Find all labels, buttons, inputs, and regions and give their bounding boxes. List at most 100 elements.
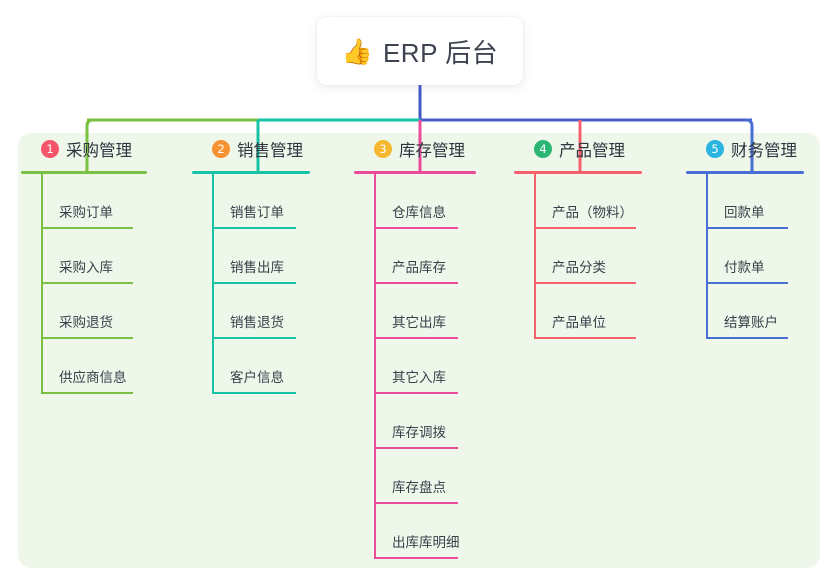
module-item[interactable]: 库存调拨 <box>374 394 476 449</box>
module-rail-3 <box>374 174 376 559</box>
module-item-underline <box>41 392 133 394</box>
module-item-label: 仓库信息 <box>392 205 446 220</box>
thumbs-up-icon: 👍 <box>341 36 373 66</box>
module-underline-5 <box>686 171 804 174</box>
module-item[interactable]: 客户信息 <box>212 339 310 394</box>
module-item[interactable]: 付款单 <box>706 229 804 284</box>
module-item[interactable]: 采购入库 <box>41 229 147 284</box>
module-item-label: 回款单 <box>724 205 765 220</box>
module-rail-4 <box>534 174 536 339</box>
module-items-2: 销售订单销售出库销售退货客户信息 <box>192 174 310 394</box>
module-item-underline <box>374 502 458 504</box>
module-item-underline <box>374 282 458 284</box>
module-rail-5 <box>706 174 708 339</box>
module-item-label: 销售退货 <box>230 315 284 330</box>
module-item-label: 供应商信息 <box>59 370 127 385</box>
module-item[interactable]: 销售出库 <box>212 229 310 284</box>
module-item-label: 产品分类 <box>552 260 606 275</box>
module-item-label: 采购入库 <box>59 260 113 275</box>
module-header-4[interactable]: 4 产品管理 <box>514 133 642 165</box>
module-item[interactable]: 出库库明细 <box>374 504 476 559</box>
module-underline-4 <box>514 171 642 174</box>
module-item-label: 出库库明细 <box>392 535 460 550</box>
module-title-2: 销售管理 <box>237 142 303 160</box>
modules-panel <box>18 133 820 568</box>
module-title-5: 财务管理 <box>731 142 797 160</box>
module-item[interactable]: 库存盘点 <box>374 449 476 504</box>
module-header-2[interactable]: 2 销售管理 <box>192 133 310 165</box>
module-items-1: 采购订单采购入库采购退货供应商信息 <box>21 174 147 394</box>
module-item-underline <box>706 337 788 339</box>
module-item-underline <box>534 227 636 229</box>
module-badge-4: 4 <box>534 140 552 158</box>
module-item[interactable]: 产品库存 <box>374 229 476 284</box>
page-title: ERP 后台 <box>382 37 499 68</box>
module-item-underline <box>212 337 296 339</box>
module-item[interactable]: 产品分类 <box>534 229 642 284</box>
module-item-label: 采购退货 <box>59 315 113 330</box>
module-badge-3: 3 <box>374 140 392 158</box>
module-item[interactable]: 采购退货 <box>41 284 147 339</box>
module-item[interactable]: 回款单 <box>706 174 804 229</box>
module-item-label: 其它出库 <box>392 315 446 330</box>
module-badge-5: 5 <box>706 140 724 158</box>
module-item-underline <box>374 557 458 559</box>
module-item[interactable]: 销售退货 <box>212 284 310 339</box>
module-title-4: 产品管理 <box>559 142 625 160</box>
module-item[interactable]: 供应商信息 <box>41 339 147 394</box>
module-item-underline <box>212 227 296 229</box>
module-rail-1 <box>41 174 43 394</box>
module-item-underline <box>706 227 788 229</box>
module-item-label: 销售出库 <box>230 260 284 275</box>
module-column-3: 3 库存管理仓库信息产品库存其它出库其它入库库存调拨库存盘点出库库明细 <box>354 133 476 559</box>
module-item[interactable]: 产品（物料） <box>534 174 642 229</box>
module-column-2: 2 销售管理销售订单销售出库销售退货客户信息 <box>192 133 310 394</box>
module-item-underline <box>534 282 636 284</box>
module-item-underline <box>374 227 458 229</box>
module-underline-3 <box>354 171 476 174</box>
module-item[interactable]: 其它入库 <box>374 339 476 394</box>
module-column-5: 5 财务管理回款单付款单结算账户 <box>686 133 804 339</box>
module-item-underline <box>706 282 788 284</box>
module-items-4: 产品（物料） 产品分类产品单位 <box>514 174 642 339</box>
module-item-label: 产品库存 <box>392 260 446 275</box>
module-underline-1 <box>21 171 147 174</box>
module-item[interactable]: 其它出库 <box>374 284 476 339</box>
module-items-5: 回款单付款单结算账户 <box>686 174 804 339</box>
module-header-5[interactable]: 5 财务管理 <box>686 133 804 165</box>
module-underline-2 <box>192 171 310 174</box>
module-item-label: 销售订单 <box>230 205 284 220</box>
module-column-4: 4 产品管理产品（物料） 产品分类产品单位 <box>514 133 642 339</box>
module-item-underline <box>534 337 636 339</box>
module-item-underline <box>374 392 458 394</box>
module-badge-2: 2 <box>212 140 230 158</box>
module-item-label: 结算账户 <box>724 315 778 330</box>
module-item-label: 库存调拨 <box>392 425 446 440</box>
module-item-underline <box>374 447 458 449</box>
module-item[interactable]: 结算账户 <box>706 284 804 339</box>
module-item-label: 付款单 <box>724 260 765 275</box>
module-header-3[interactable]: 3 库存管理 <box>354 133 476 165</box>
module-item-underline <box>374 337 458 339</box>
module-item-label: 客户信息 <box>230 370 284 385</box>
module-rail-2 <box>212 174 214 394</box>
module-items-3: 仓库信息产品库存其它出库其它入库库存调拨库存盘点出库库明细 <box>354 174 476 559</box>
module-item[interactable]: 采购订单 <box>41 174 147 229</box>
module-item-label: 产品（物料） <box>552 205 633 220</box>
module-item[interactable]: 产品单位 <box>534 284 642 339</box>
module-item-label: 库存盘点 <box>392 480 446 495</box>
module-item-underline <box>41 337 133 339</box>
module-item-label: 产品单位 <box>552 315 606 330</box>
module-item-label: 采购订单 <box>59 205 113 220</box>
module-item-underline <box>212 282 296 284</box>
module-title-3: 库存管理 <box>399 142 465 160</box>
module-item[interactable]: 销售订单 <box>212 174 310 229</box>
root-title-card[interactable]: 👍 ERP 后台 <box>317 17 523 85</box>
module-item-underline <box>41 227 133 229</box>
module-item-underline <box>212 392 296 394</box>
module-item[interactable]: 仓库信息 <box>374 174 476 229</box>
